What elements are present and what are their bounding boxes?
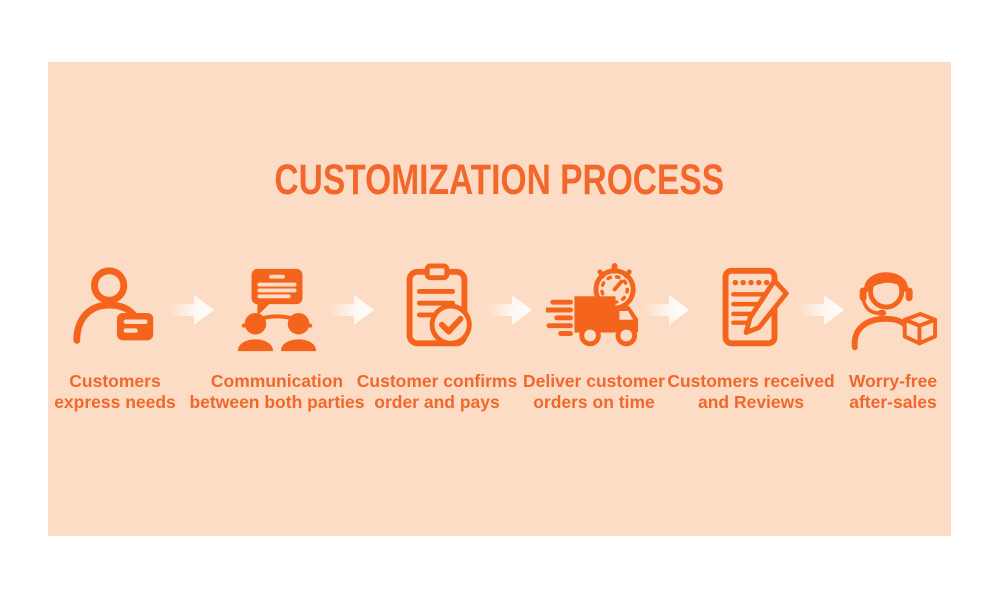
confirm-order-icon (390, 262, 484, 358)
arrow-right-icon (168, 295, 214, 325)
step-review: Customers received and Reviews (656, 262, 846, 413)
step-label: Worry-free after-sales (848, 371, 938, 412)
page-title: CUSTOMIZATION PROCESS (274, 156, 725, 204)
step-after-sales: Worry-free after-sales (798, 262, 988, 413)
step-label: Customers express needs (54, 371, 176, 412)
communication-icon (230, 262, 324, 358)
step-communication: Communication between both parties (182, 262, 372, 413)
arrow-right-icon (486, 295, 532, 325)
arrow-right-icon (643, 295, 689, 325)
step-delivery: Deliver customer orders on time (499, 262, 689, 413)
customer-express-needs-icon (68, 262, 162, 358)
arrow-right-icon (328, 295, 374, 325)
step-label: Customer confirms order and pays (356, 371, 518, 412)
step-label: Customers received and Reviews (667, 371, 835, 412)
step-label: Deliver customer orders on time (522, 371, 665, 412)
delivery-truck-icon (546, 262, 642, 358)
step-customers-express-needs: Customers express needs (20, 262, 210, 413)
after-sales-icon (846, 262, 940, 358)
step-confirm-order: Customer confirms order and pays (342, 262, 532, 413)
customization-process-panel: CUSTOMIZATION PROCESS Customers express … (48, 62, 951, 536)
review-icon (704, 262, 798, 358)
arrow-right-icon (798, 295, 844, 325)
step-label: Communication between both parties (189, 371, 365, 412)
